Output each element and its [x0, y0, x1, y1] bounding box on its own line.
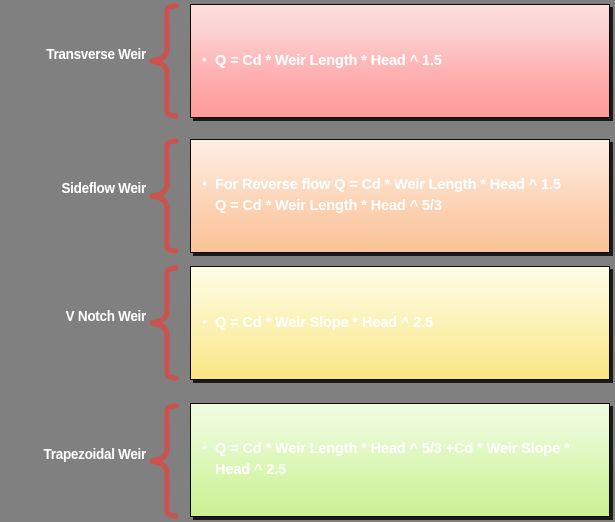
formula-box-inner: Q = Cd * Weir Length * Head ^ 5/3 +Cd * … [191, 439, 609, 480]
diagram-row-trapezoidal-weir: Trapezoidal Weir Q = Cd * Weir Length * … [0, 390, 615, 522]
formula-text-secondary: Q = Cd * Weir Length * Head ^ 5/3 [215, 198, 442, 214]
formula-text: For Reverse flow Q = Cd * Weir Length * … [202, 175, 595, 196]
diagram-row-transverse-weir: Transverse Weir Q = Cd * Weir Length * H… [0, 0, 615, 130]
curly-brace-transverse-weir [149, 3, 179, 119]
formula-text: Q = Cd * Weir Slope * Head ^ 2.5 [202, 313, 595, 334]
formula-box-inner: Q = Cd * Weir Length * Head ^ 1.5 [191, 51, 609, 72]
category-label-trapezoidal-weir: Trapezoidal Weir [43, 447, 147, 463]
formula-box-inner: For Reverse flow Q = Cd * Weir Length * … [191, 175, 609, 216]
category-label-transverse-weir: Transverse Weir [46, 47, 146, 63]
formula-text: Q = Cd * Weir Length * Head ^ 1.5 [202, 51, 595, 72]
curly-brace-trapezoidal-weir [149, 403, 179, 519]
formula-box-inner: Q = Cd * Weir Slope * Head ^ 2.5 [191, 313, 609, 334]
curly-brace-sideflow-weir [149, 138, 179, 254]
diagram-row-v-notch-weir: V Notch Weir Q = Cd * Weir Slope * Head … [0, 260, 615, 390]
formula-box-sideflow-weir: For Reverse flow Q = Cd * Weir Length * … [190, 139, 610, 253]
formula-box-v-notch-weir: Q = Cd * Weir Slope * Head ^ 2.5 [190, 266, 610, 380]
category-label-sideflow-weir: Sideflow Weir [61, 181, 147, 197]
formula-text: Q = Cd * Weir Length * Head ^ 5/3 +Cd * … [202, 439, 595, 480]
formula-box-transverse-weir: Q = Cd * Weir Length * Head ^ 1.5 [190, 4, 610, 118]
diagram-row-sideflow-weir: Sideflow Weir For Reverse flow Q = Cd * … [0, 130, 615, 260]
formula-box-trapezoidal-weir: Q = Cd * Weir Length * Head ^ 5/3 +Cd * … [190, 403, 610, 517]
curly-brace-v-notch-weir [149, 265, 179, 381]
category-label-v-notch-weir: V Notch Weir [65, 309, 147, 325]
